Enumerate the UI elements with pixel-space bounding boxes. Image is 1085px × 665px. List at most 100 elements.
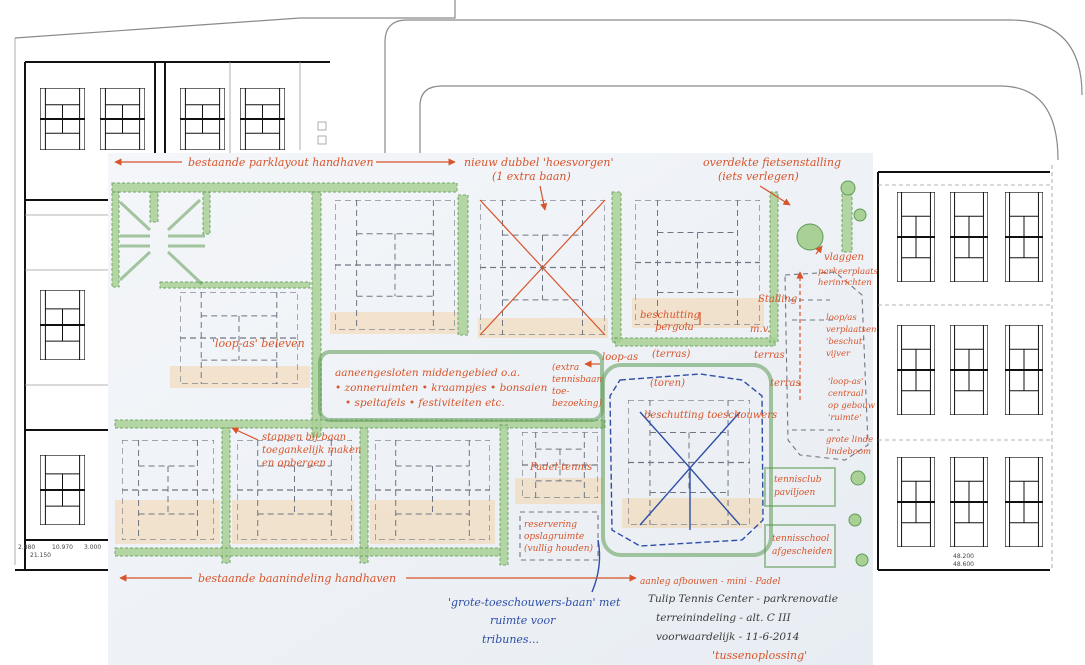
title-line: terreinindeling - alt. C III	[656, 612, 791, 624]
hedge	[111, 182, 458, 193]
school-hedge	[764, 524, 836, 568]
cad-marker	[317, 135, 327, 145]
tribune-outline	[609, 373, 764, 547]
cad-marker	[317, 121, 327, 131]
annotation-extra-court: (extra	[552, 362, 579, 373]
annotation-school: afgescheiden	[772, 547, 833, 557]
cad-tennis-court	[240, 88, 285, 150]
annotation-new-double: (1 extra baan)	[492, 170, 571, 183]
annotation-bike-storage: overdekte fietsenstalling	[703, 156, 841, 169]
hedge	[499, 424, 509, 566]
annotation-parking: parkeerplaats	[818, 267, 879, 277]
cad-tennis-court	[897, 457, 935, 547]
annotation-reservation: reservering	[524, 520, 577, 530]
annotation-tree: lindeboom	[826, 447, 871, 457]
clubhouse-building-outline	[784, 271, 869, 461]
roof-lines	[639, 411, 741, 530]
annotation-padel: Padel-tennis	[529, 462, 592, 473]
annotation-middle-area: aaneengesloten middengebied o.a.	[335, 367, 520, 379]
annotation-mv: m.v.	[750, 324, 770, 335]
annotation-path-plants: vijver	[826, 349, 851, 359]
spectator-court-structure	[591, 373, 764, 593]
spectator-leader-line	[591, 539, 601, 593]
annotation-temporary: 'tussenoplossing'	[712, 649, 807, 662]
new-double-court-cross	[479, 199, 606, 336]
annotation-tree: grote linde	[826, 435, 873, 445]
tree	[850, 470, 866, 486]
annotation-path-central: centraal	[828, 389, 864, 399]
tree	[796, 223, 824, 251]
cad-tennis-court	[950, 325, 988, 415]
cad-tennis-court	[897, 325, 935, 415]
annotation-spectator-court: tribunes...	[482, 633, 539, 646]
stairs-outline	[790, 299, 840, 431]
tint	[170, 366, 310, 388]
cad-gridline	[14, 38, 301, 565]
annotation-reservation: opslagruimte	[524, 532, 584, 542]
annotation-flags: vlaggen	[824, 252, 864, 263]
dimension-label: 3.000	[84, 544, 101, 551]
dimension-label: 48.200	[953, 553, 974, 560]
clubhouse-hedge	[764, 467, 836, 507]
cad-tennis-court	[100, 88, 145, 150]
tint	[232, 500, 354, 544]
arrow	[815, 245, 823, 255]
tree	[853, 208, 867, 222]
annotation-bike-storage: (iets verlegen)	[718, 170, 799, 183]
hedge	[149, 191, 159, 223]
cad-tennis-court	[897, 192, 935, 282]
hedge	[611, 191, 622, 343]
annotation-path-plants: 'beschut'	[826, 337, 865, 347]
annotation-stairs: en opbergen	[262, 458, 326, 469]
annotation-new-double: nieuw dubbel 'hoesvorgen'	[464, 156, 613, 169]
annotation-arrows	[114, 158, 823, 582]
tint	[478, 318, 608, 338]
tint	[515, 478, 603, 504]
sketch-courts	[122, 199, 760, 561]
dimension-label: 10.970	[52, 544, 73, 551]
trees	[796, 180, 869, 567]
storage-area	[519, 511, 599, 561]
sketch-paper: bestaande parklayout handhaven nieuw dub…	[108, 153, 879, 665]
arrow	[759, 185, 791, 206]
colour-tints	[115, 298, 764, 544]
annotation-pergola: pergola	[655, 322, 694, 333]
road-edge	[384, 19, 1083, 155]
hedge	[841, 191, 853, 253]
dimension-label: 48.600	[953, 561, 974, 568]
tree	[855, 553, 869, 567]
annotation-path-plants: verplaatsen	[826, 325, 876, 335]
annotation-spectator-court: ruimte voor	[490, 614, 556, 627]
annotation-spectator-court: 'grote-toeschouwers-baan' met	[448, 596, 621, 609]
hedge	[311, 191, 322, 438]
annotation-existing-courts: bestaande baanindeling handhaven	[198, 572, 396, 585]
hedge	[221, 427, 231, 564]
tint	[632, 298, 764, 328]
annotation-extra-court: toe-	[552, 387, 569, 397]
annotation-path-left: 'loop-as' beleven	[212, 337, 305, 350]
hedge	[457, 194, 469, 336]
cad-tennis-court	[180, 88, 225, 150]
title-line: Tulip Tennis Center - parkrenovatie	[648, 593, 838, 605]
hedge	[614, 337, 776, 347]
road-edge	[419, 85, 1059, 161]
hedge	[111, 191, 120, 288]
annotation-mini-padel: aanleg afbouwen - mini - Padel	[640, 577, 781, 587]
annotation-tower: (toren)	[650, 378, 685, 389]
tint	[330, 312, 458, 334]
annotation-clubhouse: paviljoen	[774, 488, 816, 498]
arrow	[539, 185, 548, 211]
cad-gridline	[878, 165, 1053, 570]
cad-tennis-court	[1005, 457, 1043, 547]
cad-tennis-court	[1005, 325, 1043, 415]
annotation-terrace: terras	[754, 350, 785, 361]
annotation-extra-court: bezoeking)	[552, 398, 602, 409]
cad-tennis-court	[1005, 192, 1043, 282]
annotation-terrace: (terras)	[652, 349, 690, 360]
cad-tennis-court	[40, 88, 85, 150]
title-line: voorwaardelijk - 11-6-2014	[656, 631, 799, 643]
hedge	[359, 427, 369, 564]
dimension-label: 2.880	[18, 544, 35, 551]
tint	[622, 498, 762, 528]
